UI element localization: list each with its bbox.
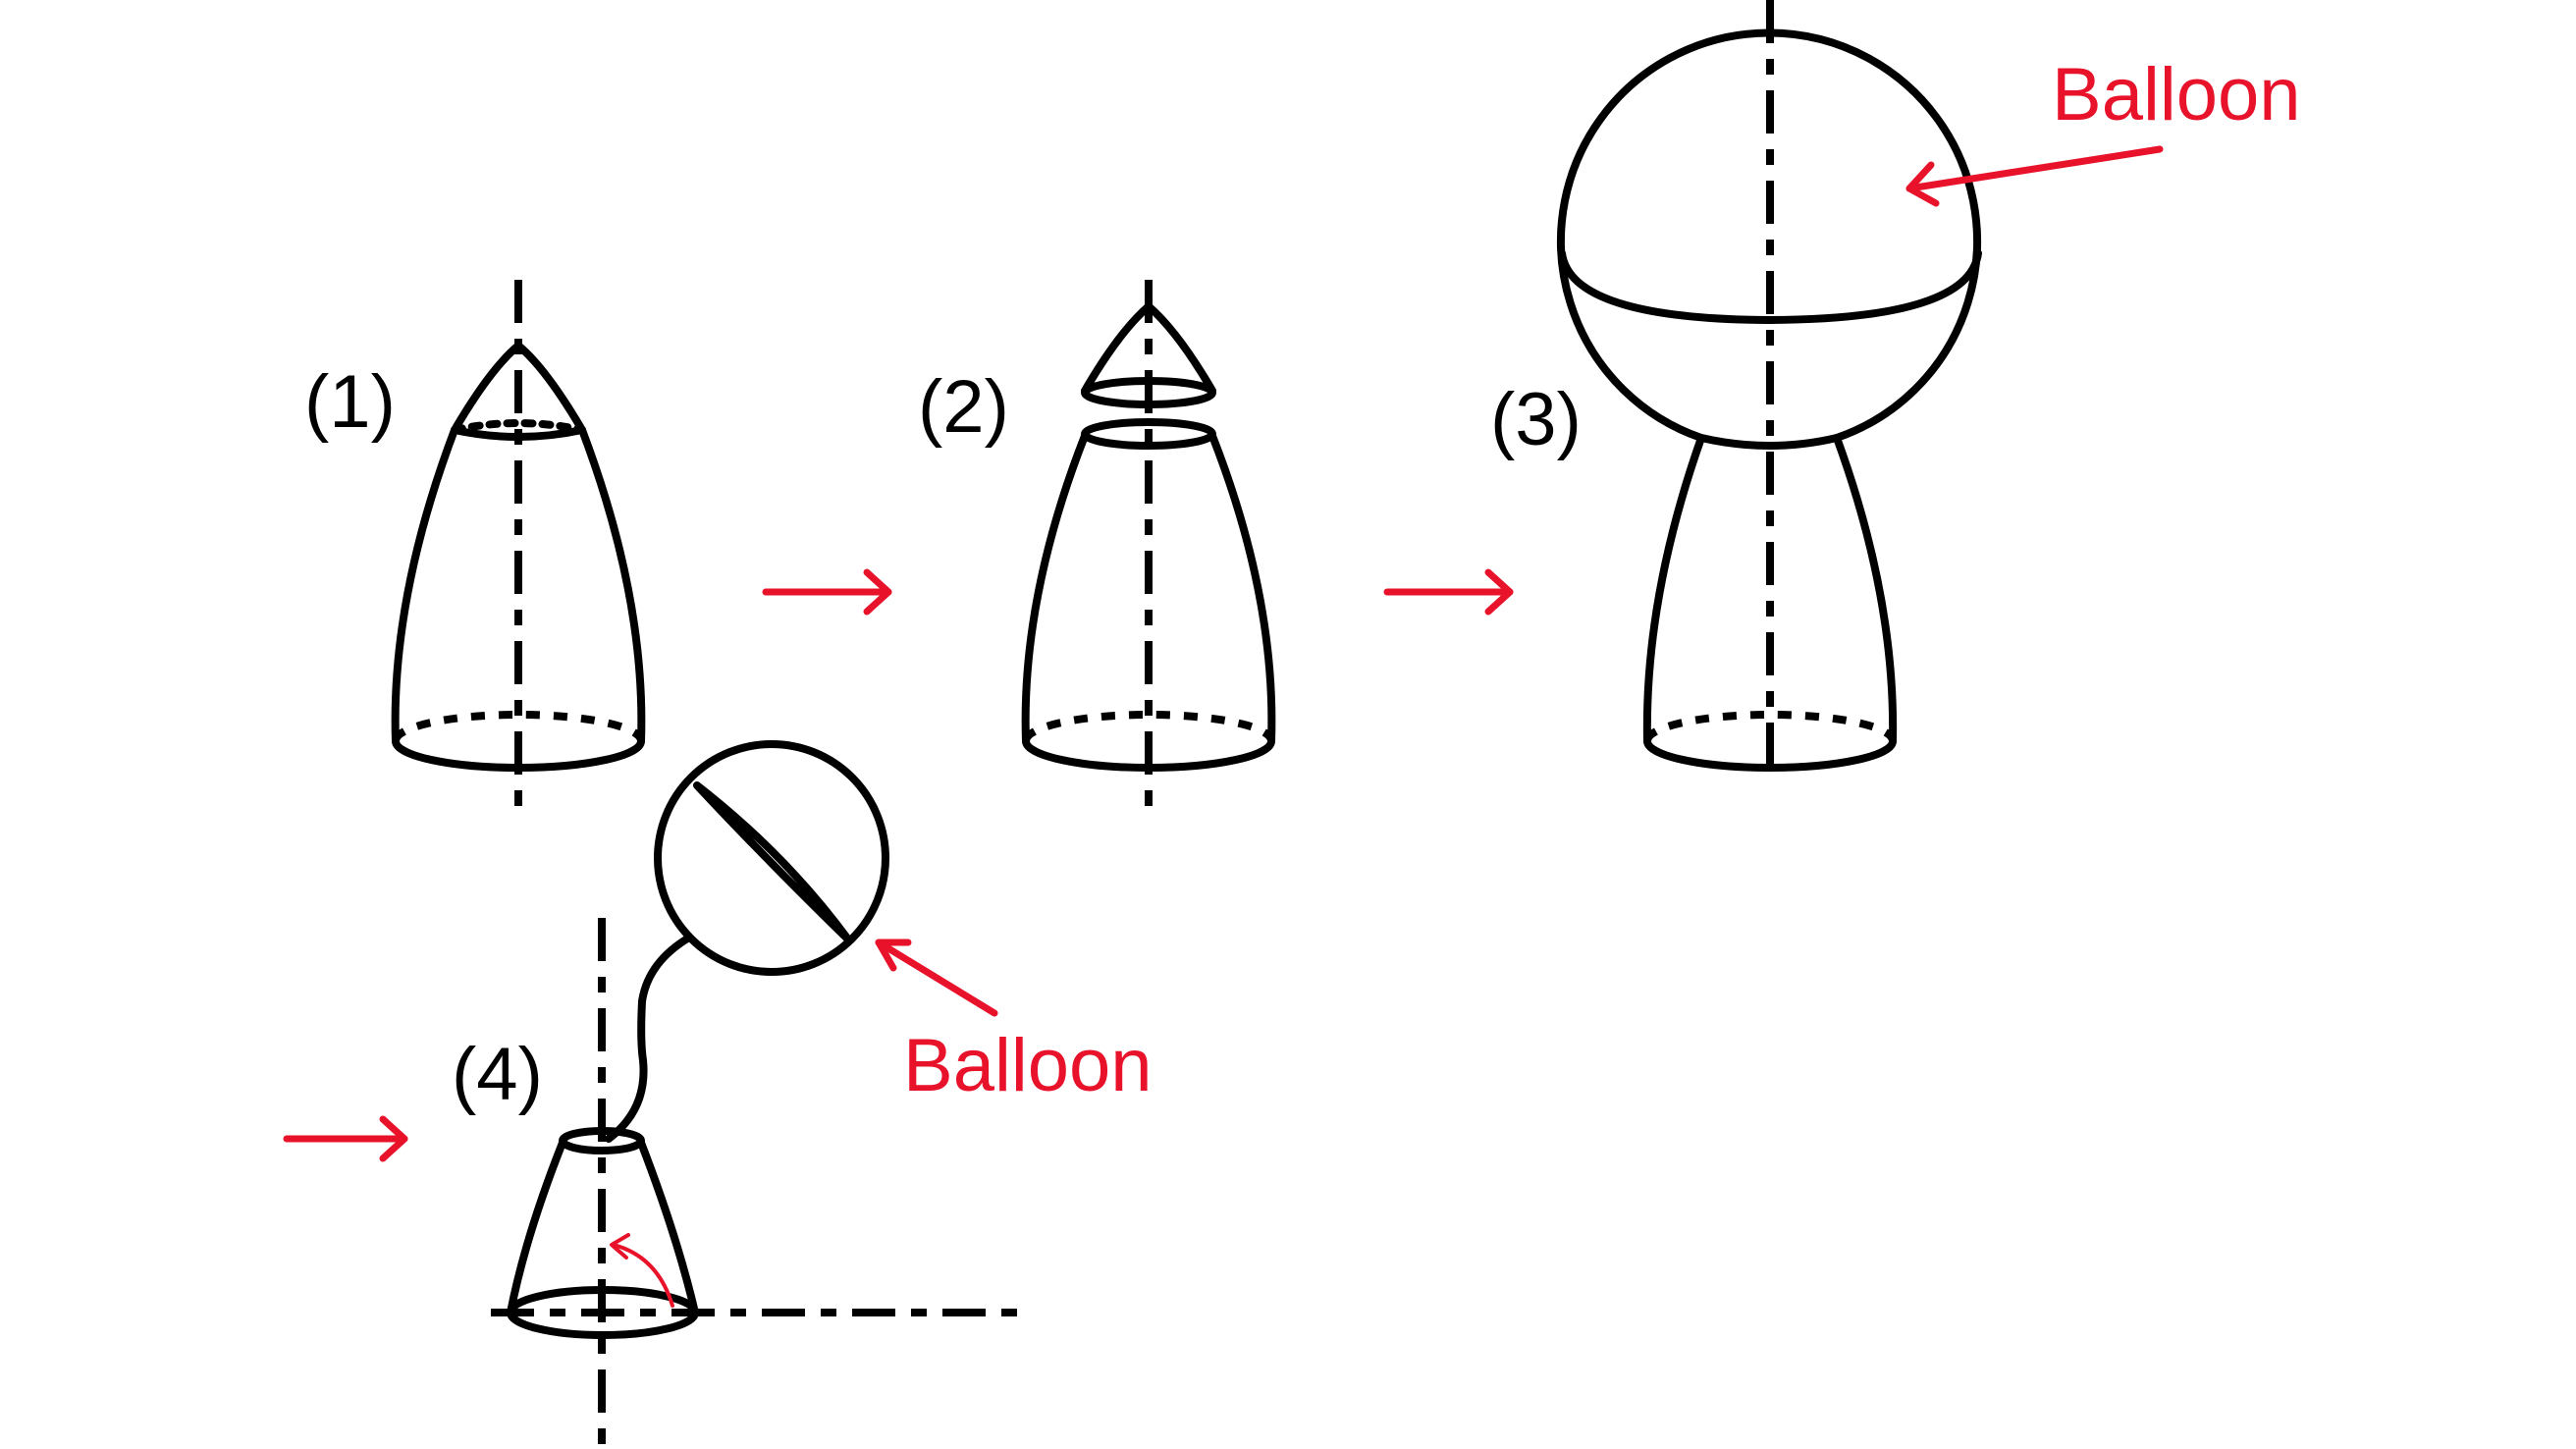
step-3-label: (3) [1490,378,1582,461]
stage-4-base-ring [507,1286,699,1339]
step-2-label: (2) [918,365,1009,449]
flow-arrow-2 [1383,568,1514,616]
stage-3-base-front [1643,737,1897,772]
balloon-bottom-label: Balloon [903,1024,1153,1107]
balloon-large-equator [1558,249,1982,324]
stage-1-neck-front [451,426,586,441]
balloon-large-outline [1557,28,1981,442]
flow-arrow-3 [283,1115,408,1162]
stage-2-tip-ring [1081,377,1216,408]
balloon-small-outline [654,740,889,976]
balloon-small-seam [693,781,852,943]
balloon-tether [605,934,693,1143]
stage-4-body-right [637,1139,699,1316]
balloon-bottom-pointer [875,939,998,1017]
stage-4-body-left [507,1139,566,1316]
stage-1-neck-back [451,419,586,434]
stage-1-body [391,426,458,745]
stage-2-base-front [1022,737,1275,772]
stage-2-separated-cone [1021,280,1276,815]
rotation-arrow [612,1243,674,1308]
flow-arrow-1 [762,568,892,616]
balloon-top-label: Balloon [2052,53,2301,136]
stage-2-body-left [1021,432,1089,745]
stage-3-body-right [1833,434,1898,745]
stage-3-inflated-balloon [1557,0,1982,776]
step-1-label: (1) [304,360,396,444]
step-4-label: (4) [452,1033,543,1116]
stage-2-body-right [1208,432,1276,745]
stage-2-tip [1081,302,1216,395]
balloon-top-pointer [1905,145,2164,207]
stage-1-body-right [578,426,646,745]
stage-3-body-left [1642,434,1705,745]
stage-1-tip [451,342,586,434]
stage-1-base-front [392,737,645,772]
stage-4-detached-balloon [491,740,1031,1449]
stage-1-nose-cone [391,280,646,815]
rotation-arrowhead [610,1233,630,1260]
balloon-large-base [1697,434,1841,450]
